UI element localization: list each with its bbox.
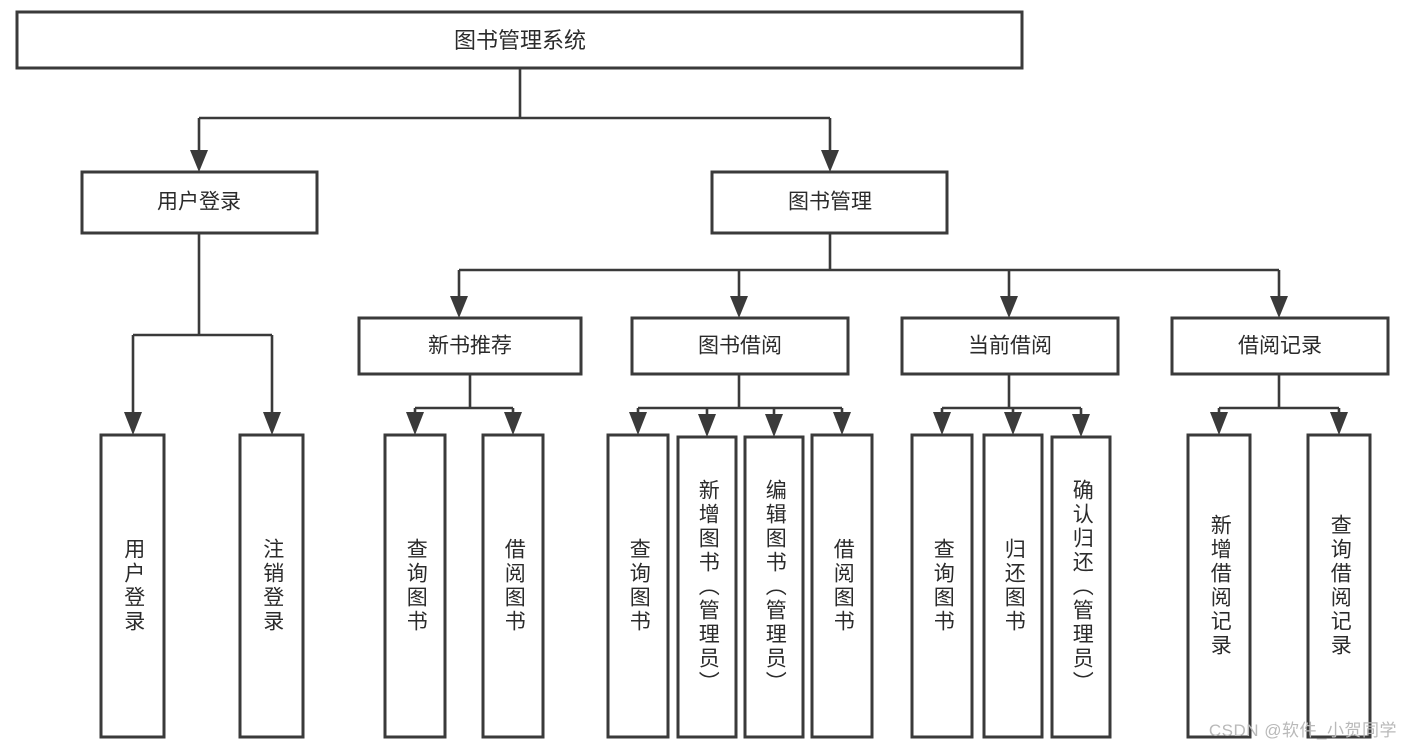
- arrow-new-book-to-leaf-2: [504, 412, 522, 435]
- arrow-book-mgmt-to-current: [1000, 296, 1018, 318]
- node-new-book-recommend-label: 新书推荐: [428, 335, 512, 358]
- node-root-box[interactable]: [15, 10, 1024, 70]
- arrow-book-mgmt-to-record: [1270, 296, 1288, 318]
- node-book-management[interactable]: 图书管理: [710, 170, 949, 235]
- leaf-box-borrow-book[interactable]: [810, 433, 874, 739]
- node-root[interactable]: 图书管理系统: [15, 10, 1024, 70]
- node-book-borrow-box[interactable]: [630, 316, 850, 376]
- arrow-user-login-to-leaf-2: [263, 412, 281, 435]
- leaf-box-confirm-return-admin[interactable]: [1050, 435, 1112, 739]
- leaf-box-edit-book-admin[interactable]: [743, 435, 805, 739]
- leaf-box-query-book-new[interactable]: [383, 433, 447, 739]
- arrow-new-book-to-leaf-1: [406, 412, 424, 435]
- arrow-record-to-leaf-1: [1210, 412, 1228, 435]
- arrow-record-to-leaf-2: [1330, 412, 1348, 435]
- node-borrow-record[interactable]: 借阅记录: [1170, 316, 1390, 376]
- leaf-box-borrow-book-new[interactable]: [481, 433, 545, 739]
- arrow-current-to-leaf-2: [1004, 412, 1022, 435]
- arrow-borrow-to-leaf-4: [833, 412, 851, 435]
- leaf-box-add-borrow-record[interactable]: [1186, 433, 1252, 739]
- arrow-current-to-leaf-1: [933, 412, 951, 435]
- node-borrow-record-box[interactable]: [1170, 316, 1390, 376]
- leaf-box-query-book-borrow[interactable]: [606, 433, 670, 739]
- arrow-borrow-to-leaf-1: [629, 412, 647, 435]
- arrow-borrow-to-leaf-2: [698, 414, 716, 437]
- node-layer: 图书管理系统 用户登录 图书管理 新书推荐 图书借阅 当前: [15, 10, 1390, 739]
- node-new-book-recommend[interactable]: 新书推荐: [357, 316, 583, 376]
- arrow-current-to-leaf-3: [1072, 414, 1090, 437]
- connector-layer: [124, 68, 1348, 437]
- node-current-borrow-box[interactable]: [900, 316, 1120, 376]
- leaf-box-add-book-admin[interactable]: [676, 435, 738, 739]
- node-user-login-label: 用户登录: [157, 191, 241, 214]
- node-book-borrow[interactable]: 图书借阅: [630, 316, 850, 376]
- node-new-book-recommend-box[interactable]: [357, 316, 583, 376]
- leaf-box-return-book[interactable]: [982, 433, 1044, 739]
- node-book-management-label: 图书管理: [788, 191, 872, 214]
- leaf-box-user-login[interactable]: [99, 433, 166, 739]
- leaf-box-query-book-current[interactable]: [910, 433, 974, 739]
- node-book-management-box[interactable]: [710, 170, 949, 235]
- node-current-borrow-label: 当前借阅: [968, 335, 1052, 358]
- node-book-borrow-label: 图书借阅: [698, 335, 782, 358]
- leaf-box-query-borrow-record[interactable]: [1306, 433, 1372, 739]
- csdn-watermark: CSDN @软件_小贺同学: [1208, 721, 1397, 740]
- node-root-label: 图书管理系统: [454, 28, 586, 53]
- node-borrow-record-label: 借阅记录: [1238, 335, 1322, 358]
- arrow-root-to-book-mgmt: [821, 150, 839, 172]
- arrow-book-mgmt-to-new-book: [450, 296, 468, 318]
- arrow-root-to-user-login: [190, 150, 208, 172]
- node-current-borrow[interactable]: 当前借阅: [900, 316, 1120, 376]
- node-user-login-box[interactable]: [80, 170, 319, 235]
- arrow-book-mgmt-to-borrow: [730, 296, 748, 318]
- arrow-user-login-to-leaf-1: [124, 412, 142, 435]
- arrow-borrow-to-leaf-3: [765, 414, 783, 437]
- leaf-box-logout[interactable]: [238, 433, 305, 739]
- node-user-login[interactable]: 用户登录: [80, 170, 319, 235]
